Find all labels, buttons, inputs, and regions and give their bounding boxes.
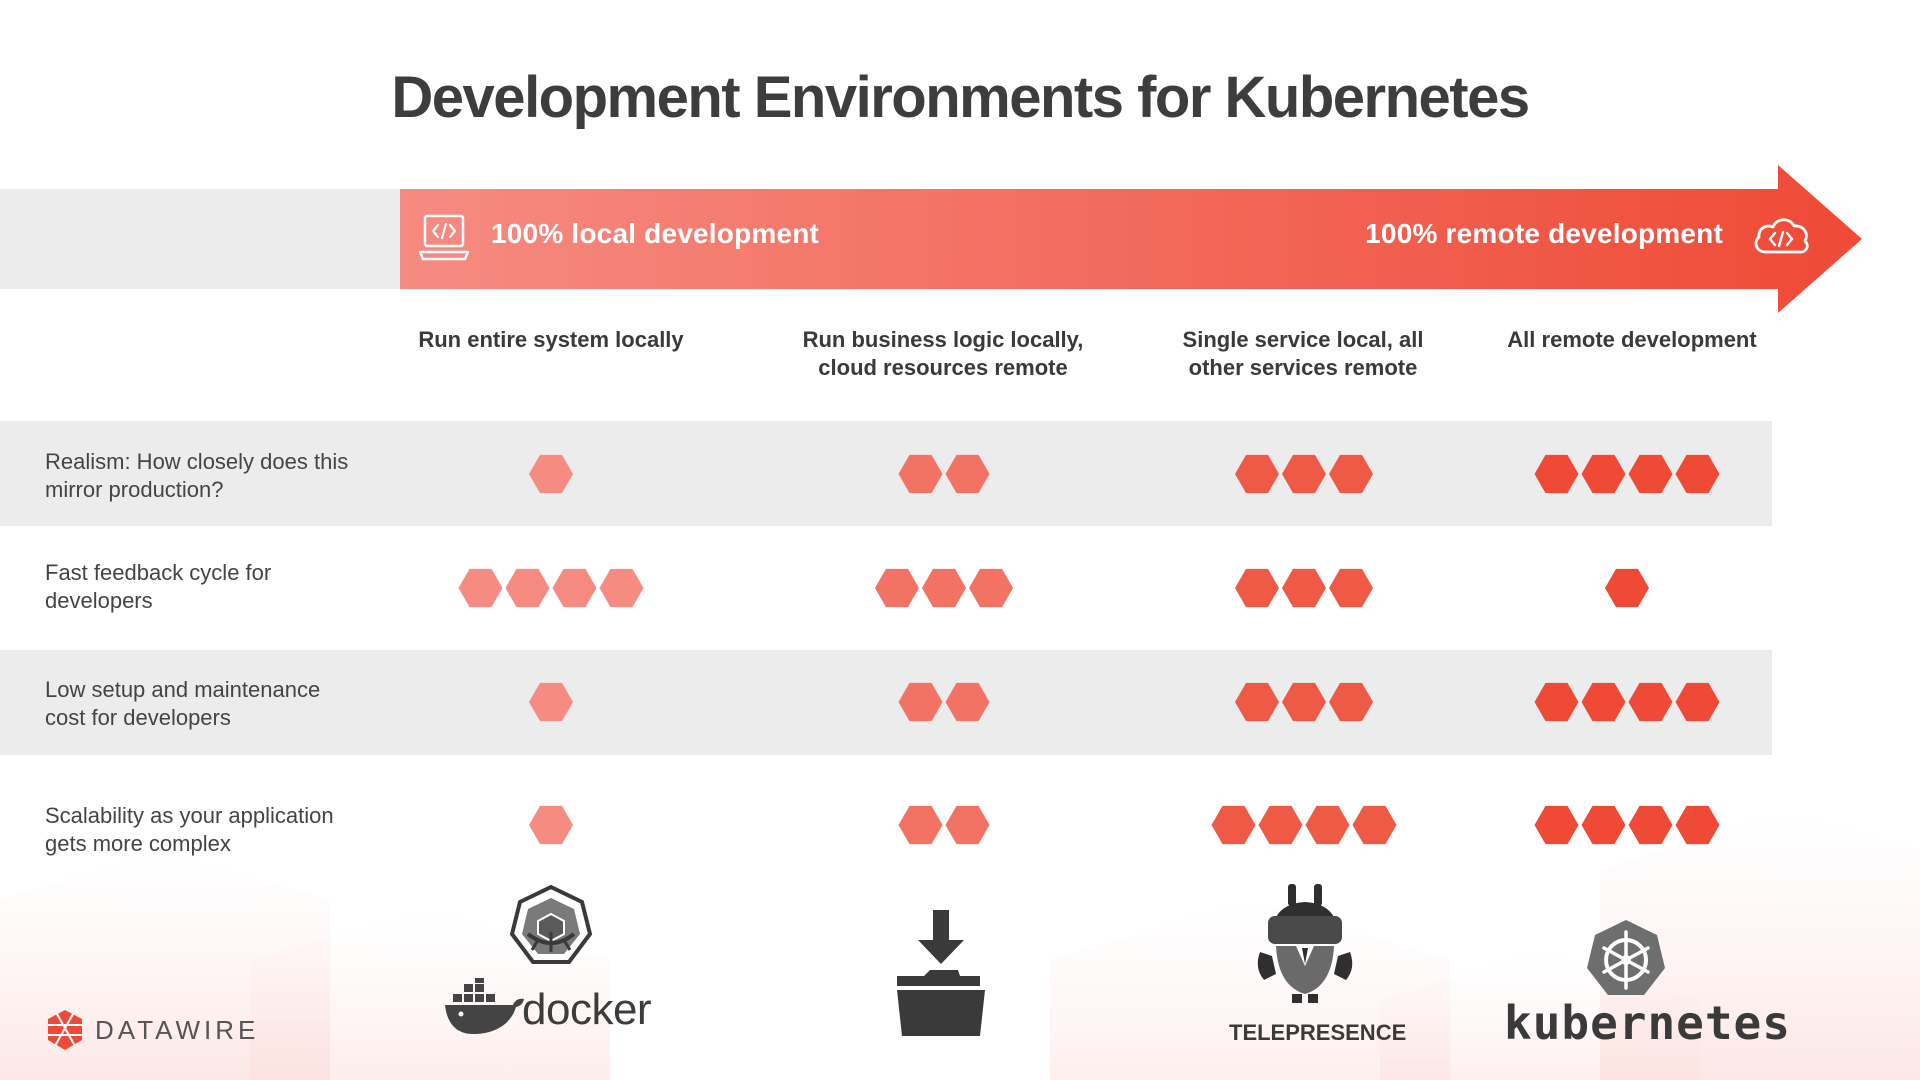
- rating-hexagon-icon: [552, 568, 597, 608]
- rating-hexagon-icon: [1329, 682, 1373, 722]
- rating-hexagon-icon: [529, 454, 573, 494]
- row-label-line: Realism: How closely does this: [45, 449, 349, 474]
- laptop-code-icon: [418, 214, 470, 261]
- rating-hexagon-icon: [945, 454, 990, 494]
- rating-hexagon-icon: [505, 568, 550, 608]
- telepresence-mascot-icon: [1257, 884, 1353, 1003]
- spectrum-arrow: [400, 165, 1862, 313]
- docker-wordmark: docker: [522, 985, 652, 1034]
- column-header-line: All remote development: [1507, 327, 1757, 352]
- remote-development-label: 100% remote development: [1365, 218, 1723, 249]
- column-header-local: Run entire system locally: [371, 326, 731, 354]
- column-header-single-service: Single service local, all other services…: [1123, 326, 1483, 382]
- rating-hexagon-icon: [1675, 805, 1720, 845]
- rating-hexagon-icon: [945, 682, 990, 722]
- rating-hexagon-icon: [1581, 805, 1626, 845]
- row-label-setup-cost: Low setup and maintenance cost for devel…: [45, 676, 375, 732]
- column-header-line: Single service local, all: [1182, 327, 1424, 352]
- column-header-line: Run business logic locally,: [802, 327, 1084, 352]
- datawire-wordmark: DATAWIRE: [95, 1015, 260, 1045]
- column-header-remote: All remote development: [1452, 326, 1812, 354]
- rating-hexagon-icon: [945, 805, 990, 845]
- rating-hexagon-icon: [898, 454, 943, 494]
- row-label-line: gets more complex: [45, 831, 231, 856]
- kubernetes-wordmark: kubernetes: [1504, 996, 1791, 1050]
- rating-hexagon-icon: [1534, 682, 1579, 722]
- local-development-label: 100% local development: [491, 218, 820, 249]
- kubernetes-helm-icon: [1587, 920, 1665, 995]
- rating-hexagon-icon: [898, 805, 943, 845]
- rating-hexagon-icon: [1605, 568, 1649, 608]
- rating-hexagon-icon: [1352, 805, 1397, 845]
- rating-hexagon-icon: [1305, 805, 1350, 845]
- rating-hexagon-icon: [1329, 454, 1373, 494]
- row-label-line: developers: [45, 588, 153, 613]
- rating-hexagon-icon: [1235, 568, 1279, 608]
- cloud-code-icon: [1754, 218, 1809, 254]
- telepresence-wordmark: TELEPRESENCE: [1229, 1020, 1407, 1045]
- rating-hexagon-icon: [1628, 682, 1673, 722]
- rating-hexagon-icon: [1628, 805, 1673, 845]
- row-band-setup-cost: [0, 650, 1772, 755]
- rating-hexagon-icon: [529, 805, 573, 845]
- row-label-scalability: Scalability as your application gets mor…: [45, 802, 375, 858]
- row-label-line: Scalability as your application: [45, 803, 334, 828]
- docker-whale-icon: [445, 978, 524, 1034]
- row-label-realism: Realism: How closely does this mirror pr…: [45, 448, 375, 504]
- row-label-line: mirror production?: [45, 477, 224, 502]
- row-band-realism: [0, 421, 1772, 526]
- rating-hexagon-icon: [1534, 454, 1579, 494]
- row-label-line: cost for developers: [45, 705, 231, 730]
- rating-hexagon-icon: [1211, 805, 1256, 845]
- rating-hexagon-icon: [1329, 568, 1373, 608]
- rating-hexagon-icon: [458, 568, 503, 608]
- rating-hexagon-icon: [898, 682, 943, 722]
- row-label-line: Low setup and maintenance: [45, 677, 321, 702]
- rating-hexagon-icon: [599, 568, 644, 608]
- row-label-line: Fast feedback cycle for: [45, 560, 272, 585]
- download-folder-icon: [897, 910, 985, 1036]
- rating-hexagon-icon: [1282, 568, 1326, 608]
- rating-hexagon-icon: [875, 568, 919, 608]
- rating-hexagon-icon: [969, 568, 1013, 608]
- rating-hexagon-icon: [1258, 805, 1303, 845]
- rating-hexagon-icon: [922, 568, 966, 608]
- column-header-line: other services remote: [1188, 355, 1418, 380]
- rating-hexagon-icon: [1282, 454, 1326, 494]
- rating-hexagon-icon: [1675, 454, 1720, 494]
- rating-hexagon-icon: [1534, 805, 1579, 845]
- page-title: Development Environments for Kubernetes: [391, 65, 1530, 130]
- rating-hexagon-icon: [1628, 454, 1673, 494]
- column-header-line: cloud resources remote: [818, 355, 1068, 380]
- rating-hexagon-icon: [1581, 682, 1626, 722]
- helm-wheel-icon: [509, 884, 593, 964]
- rating-hexagon-icon: [1581, 454, 1626, 494]
- row-label-feedback: Fast feedback cycle for developers: [45, 559, 375, 615]
- datawire-logo-icon: [48, 1010, 82, 1050]
- rating-hexagon-icon: [1235, 454, 1279, 494]
- rating-hexagon-icon: [1675, 682, 1720, 722]
- spectrum-band-left: [0, 189, 400, 289]
- rating-hexagon-icon: [1282, 682, 1326, 722]
- column-header-line: Run entire system locally: [418, 327, 684, 352]
- rating-hexagon-icon: [529, 682, 573, 722]
- column-header-business-logic: Run business logic locally, cloud resour…: [763, 326, 1123, 382]
- rating-hexagon-icon: [1235, 682, 1279, 722]
